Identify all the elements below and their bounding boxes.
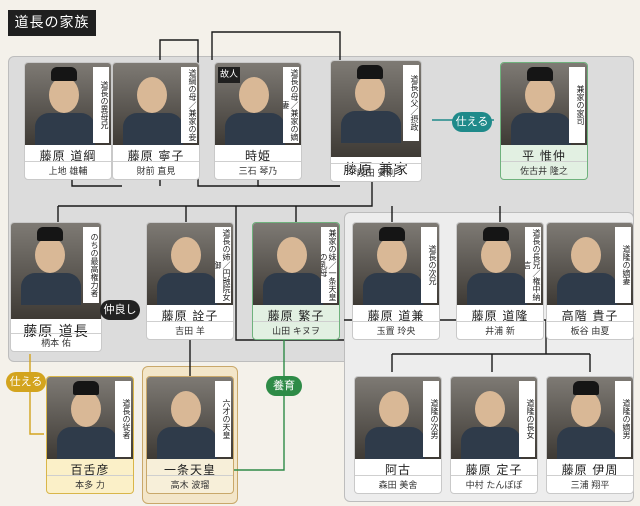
deceased-badge: 故人 <box>218 67 240 83</box>
person-name: 藤原 詮子 <box>161 309 219 323</box>
person-name: 藤原 兼家 <box>343 162 409 178</box>
relation-note: 道綱の母／兼家の妾 <box>181 67 197 143</box>
relation-note: 道長の従者 <box>115 381 131 457</box>
actor-name: 山田 キヌヲ <box>253 321 339 337</box>
person-name: 平 惟仲 <box>522 149 566 163</box>
person-card-korenaka[interactable]: 兼家の家司 平 惟仲 佐古井 隆之 <box>500 62 588 180</box>
person-card-michikane[interactable]: 道長の次兄 藤原 道兼 玉置 玲央 <box>352 222 440 340</box>
actor-name: 佐古井 隆之 <box>501 161 587 177</box>
person-name: 藤原 定子 <box>465 463 523 477</box>
relation-note: 道長の姉／円融院女御 <box>215 227 231 303</box>
person-name: 藤原 繁子 <box>267 309 325 323</box>
person-card-takako[interactable]: 道隆の嫡妻 高階 貴子 板谷 由夏 <box>546 222 634 340</box>
relation-note: 道隆の嫡妻 <box>615 227 631 303</box>
actor-name: 板谷 由夏 <box>547 321 633 337</box>
person-card-ako[interactable]: 道隆の次男 阿古 森田 美舍 <box>354 376 442 494</box>
relation-note: のちの最高権力者 <box>83 227 99 303</box>
person-name: 一条天皇 <box>163 463 216 477</box>
person-card-tokihime[interactable]: 故人 道長の母／兼家の嫡妻 時姫 三石 琴乃 <box>214 62 302 180</box>
actor-name: 高木 波瑠 <box>147 475 233 491</box>
serve-label: 仕える <box>452 112 492 132</box>
actor-name: 本多 力 <box>47 475 133 491</box>
person-card-ichijo[interactable]: 六才の天皇 一条天皇 高木 波瑠 <box>146 376 234 494</box>
relation-note: 兼家の妹／一条天皇の乳母 <box>321 227 337 303</box>
person-card-teishi[interactable]: 道隆の長女 藤原 定子 中村 たんぽぽ <box>450 376 538 494</box>
person-name: 藤原 伊周 <box>561 463 619 477</box>
person-card-michitaka[interactable]: 道長の長兄／権中納言 藤原 道隆 井浦 新 <box>456 222 544 340</box>
relation-note: 道長の母／兼家の嫡妻 <box>283 67 299 143</box>
person-name: 藤原 道綱 <box>39 149 97 163</box>
person-name: 百舌彦 <box>70 463 110 477</box>
person-card-kaneie[interactable]: 道長の父／摂政 藤原 兼家 段田 安則 <box>330 60 422 182</box>
actor-name: 段田 安則 <box>331 163 421 179</box>
relation-note: 道隆の次男 <box>423 381 439 457</box>
person-card-korechika[interactable]: 道隆の嫡男 藤原 伊周 三浦 翔平 <box>546 376 634 494</box>
actor-name: 森田 美舍 <box>355 475 441 491</box>
person-card-michitsuna[interactable]: 道長の異母兄 藤原 道綱 上地 雄輔 <box>24 62 112 180</box>
relation-note: 道長の次兄 <box>421 227 437 303</box>
relation-note: 道長の父／摂政 <box>403 65 419 141</box>
actor-name: 中村 たんぽぽ <box>451 475 537 491</box>
actor-name: 財前 直見 <box>113 161 199 177</box>
actor-name: 三石 琴乃 <box>215 161 301 177</box>
friends-label: 仲良し <box>100 300 140 320</box>
relation-note: 道長の異母兄 <box>93 67 109 143</box>
person-card-shigeko[interactable]: 兼家の妹／一条天皇の乳母 藤原 繁子 山田 キヌヲ <box>252 222 340 340</box>
serve-label-2: 仕える <box>6 372 46 392</box>
relation-note: 道長の長兄／権中納言 <box>525 227 541 303</box>
actor-name: 三浦 翔平 <box>547 475 633 491</box>
person-name: 藤原 道隆 <box>471 309 529 323</box>
relation-note: 道隆の嫡男 <box>615 381 631 457</box>
portrait-photo <box>355 377 441 459</box>
person-name: 藤原 道長 <box>23 324 89 340</box>
person-card-akiko[interactable]: 道長の姉／円融院女御 藤原 詮子 吉田 羊 <box>146 222 234 340</box>
actor-name: 玉置 玲央 <box>353 321 439 337</box>
person-name: 藤原 寧子 <box>127 149 185 163</box>
relation-note: 六才の天皇 <box>215 381 231 457</box>
person-name: 高階 貴子 <box>561 309 619 323</box>
person-name: 藤原 道兼 <box>367 309 425 323</box>
actor-name: 上地 雄輔 <box>25 161 111 177</box>
actor-name: 吉田 羊 <box>147 321 233 337</box>
person-card-momohiko[interactable]: 道長の従者 百舌彦 本多 力 <box>46 376 134 494</box>
raise-label: 養育 <box>266 376 302 396</box>
person-card-yasuko[interactable]: 道綱の母／兼家の妾 藤原 寧子 財前 直見 <box>112 62 200 180</box>
relation-note: 兼家の家司 <box>569 67 585 143</box>
actor-name: 井浦 新 <box>457 321 543 337</box>
person-card-michinaga[interactable]: のちの最高権力者 藤原 道長 柄本 佑 <box>10 222 102 352</box>
person-name: 時姫 <box>244 149 271 163</box>
relation-note: 道隆の長女 <box>519 381 535 457</box>
page-title: 道長の家族 <box>8 10 96 36</box>
actor-name: 柄本 佑 <box>11 333 101 349</box>
person-name: 阿古 <box>384 463 411 477</box>
